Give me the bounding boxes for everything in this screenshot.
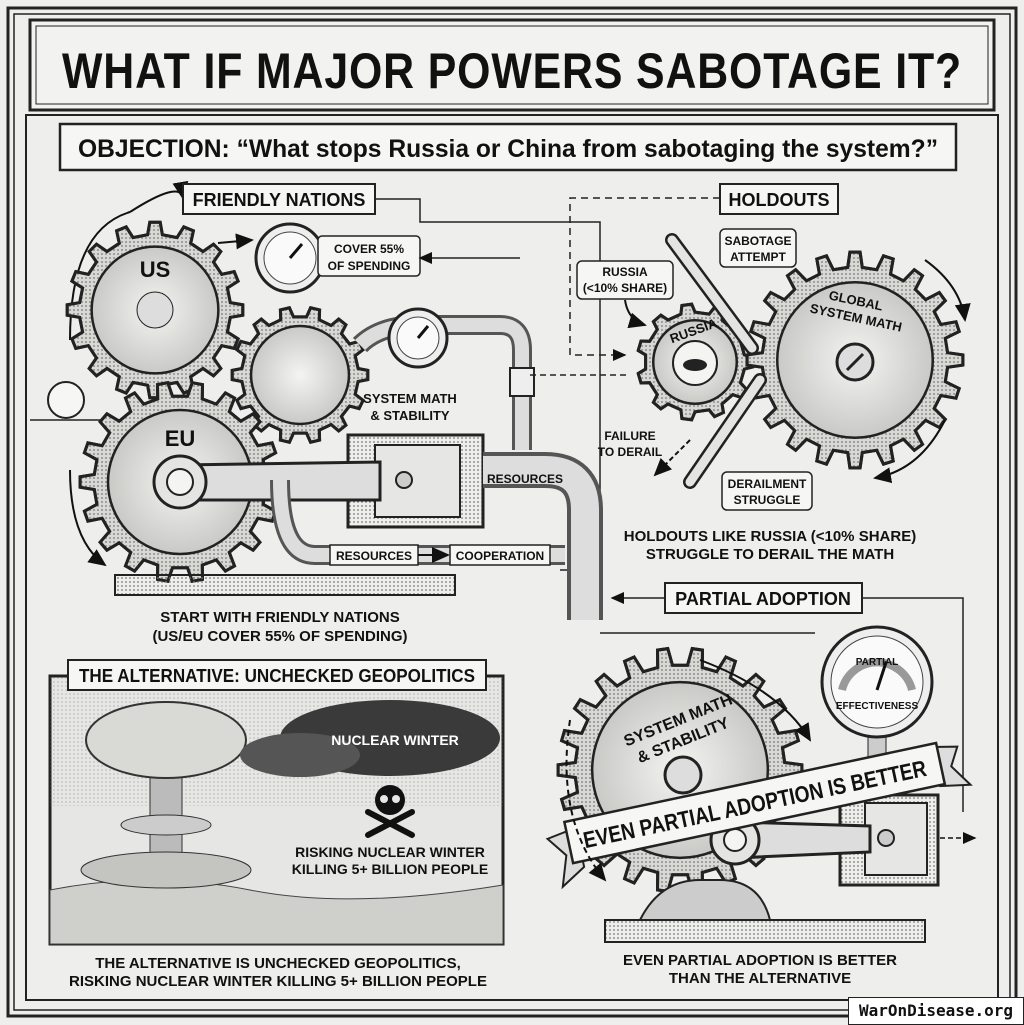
sabotage-line1: SABOTAGE	[724, 234, 791, 248]
page-frame	[6, 6, 1018, 1018]
holdouts-section: HOLDOUTS RUSSIA GLOBAL SYSTEM MATH SABOT…	[530, 183, 971, 563]
mushroom-cloud-icon	[80, 701, 252, 889]
russia-share-line2: (<10% SHARE)	[583, 281, 667, 295]
gauge-bottom-label: EFFECTIVENESS	[836, 701, 919, 712]
friendly-caption-line2: (US/EU COVER 55% OF SPENDING)	[152, 628, 407, 645]
eagle-seal-icon	[136, 291, 174, 329]
machine-base	[114, 574, 456, 596]
alternative-section: NUCLEAR WINTER RISKING NUCLEAR WINTER KI…	[48, 659, 505, 990]
resources-pipe-label: RESOURCES	[487, 472, 563, 486]
alternative-caption-line1: THE ALTERNATIVE IS UNCHECKED GEOPOLITICS…	[95, 955, 461, 972]
derailment-line1: DERAILMENT	[728, 477, 807, 491]
machine-base	[604, 919, 926, 943]
alternative-caption-line2: RISKING NUCLEAR WINTER KILLING 5+ BILLIO…	[69, 973, 487, 990]
derailment-line2: STRUGGLE	[734, 493, 801, 507]
cooperation-label: COOPERATION	[456, 549, 544, 563]
gear-eu-label: EU	[165, 426, 196, 451]
gear-us-label: US	[140, 257, 171, 282]
friendly-nations-heading: FRIENDLY NATIONS	[193, 190, 366, 210]
system-math-line1: SYSTEM MATH	[363, 391, 457, 406]
effectiveness-gauge: PARTIAL EFFECTIVENESS	[820, 625, 934, 766]
objection-box: OBJECTION: “What stops Russia or China f…	[58, 122, 958, 172]
objection-text: OBJECTION: “What stops Russia or China f…	[78, 135, 938, 163]
skull-crossbones-icon	[365, 785, 415, 838]
pipe-valve-icon	[509, 367, 535, 397]
cover-label-line1: COVER 55%	[334, 242, 404, 256]
russia-share-line1: RUSSIA	[602, 265, 648, 279]
sabotage-line2: ATTEMPT	[730, 250, 786, 264]
nuclear-winter-label: NUCLEAR WINTER	[331, 732, 459, 748]
system-math-line2: & STABILITY	[370, 408, 450, 423]
valve-icon	[47, 381, 85, 419]
risk-line1: RISKING NUCLEAR WINTER	[295, 844, 485, 860]
gauge-top-label: PARTIAL	[856, 657, 899, 668]
cover-label-line2: OF SPENDING	[328, 259, 411, 273]
partial-caption-line2: THAN THE ALTERNATIVE	[669, 970, 851, 987]
friendly-nations-section: FRIENDLY NATIONS US EU COVER 55% OF SPEN…	[30, 180, 603, 645]
smoke-cloud-icon: NUCLEAR WINTER	[240, 700, 500, 777]
gauge-needle	[875, 661, 888, 691]
friendly-caption-line1: START WITH FRIENDLY NATIONS	[160, 609, 399, 626]
pressure-gauge-icon	[387, 307, 449, 369]
watermark: WarOnDisease.org	[848, 997, 1024, 1025]
page-title: WHAT IF MAJOR POWERS SABOTAGE IT?	[62, 43, 962, 99]
holdouts-caption-line1: HOLDOUTS LIKE RUSSIA (<10% SHARE)	[624, 528, 916, 545]
alternative-heading: THE ALTERNATIVE: UNCHECKED GEOPOLITICS	[79, 666, 475, 686]
risk-line2: KILLING 5+ BILLION PEOPLE	[292, 861, 488, 877]
partial-adoption-heading: PARTIAL ADOPTION	[675, 589, 851, 609]
failure-line2: TO DERAIL	[598, 445, 662, 459]
pressure-gauge-icon	[254, 222, 326, 294]
title-banner: WHAT IF MAJOR POWERS SABOTAGE IT?	[28, 18, 996, 112]
holdouts-caption-line2: STRUGGLE TO DERAIL THE MATH	[646, 546, 894, 563]
gear-middle	[230, 306, 370, 444]
partial-caption-line1: EVEN PARTIAL ADOPTION IS BETTER	[623, 952, 897, 969]
partial-adoption-section: PARTIAL ADOPTION SYSTEM MATH & STABILITY…	[545, 582, 977, 987]
failure-line1: FAILURE	[604, 429, 655, 443]
holdouts-heading: HOLDOUTS	[729, 190, 830, 210]
resources-flow-label: RESOURCES	[336, 549, 412, 563]
